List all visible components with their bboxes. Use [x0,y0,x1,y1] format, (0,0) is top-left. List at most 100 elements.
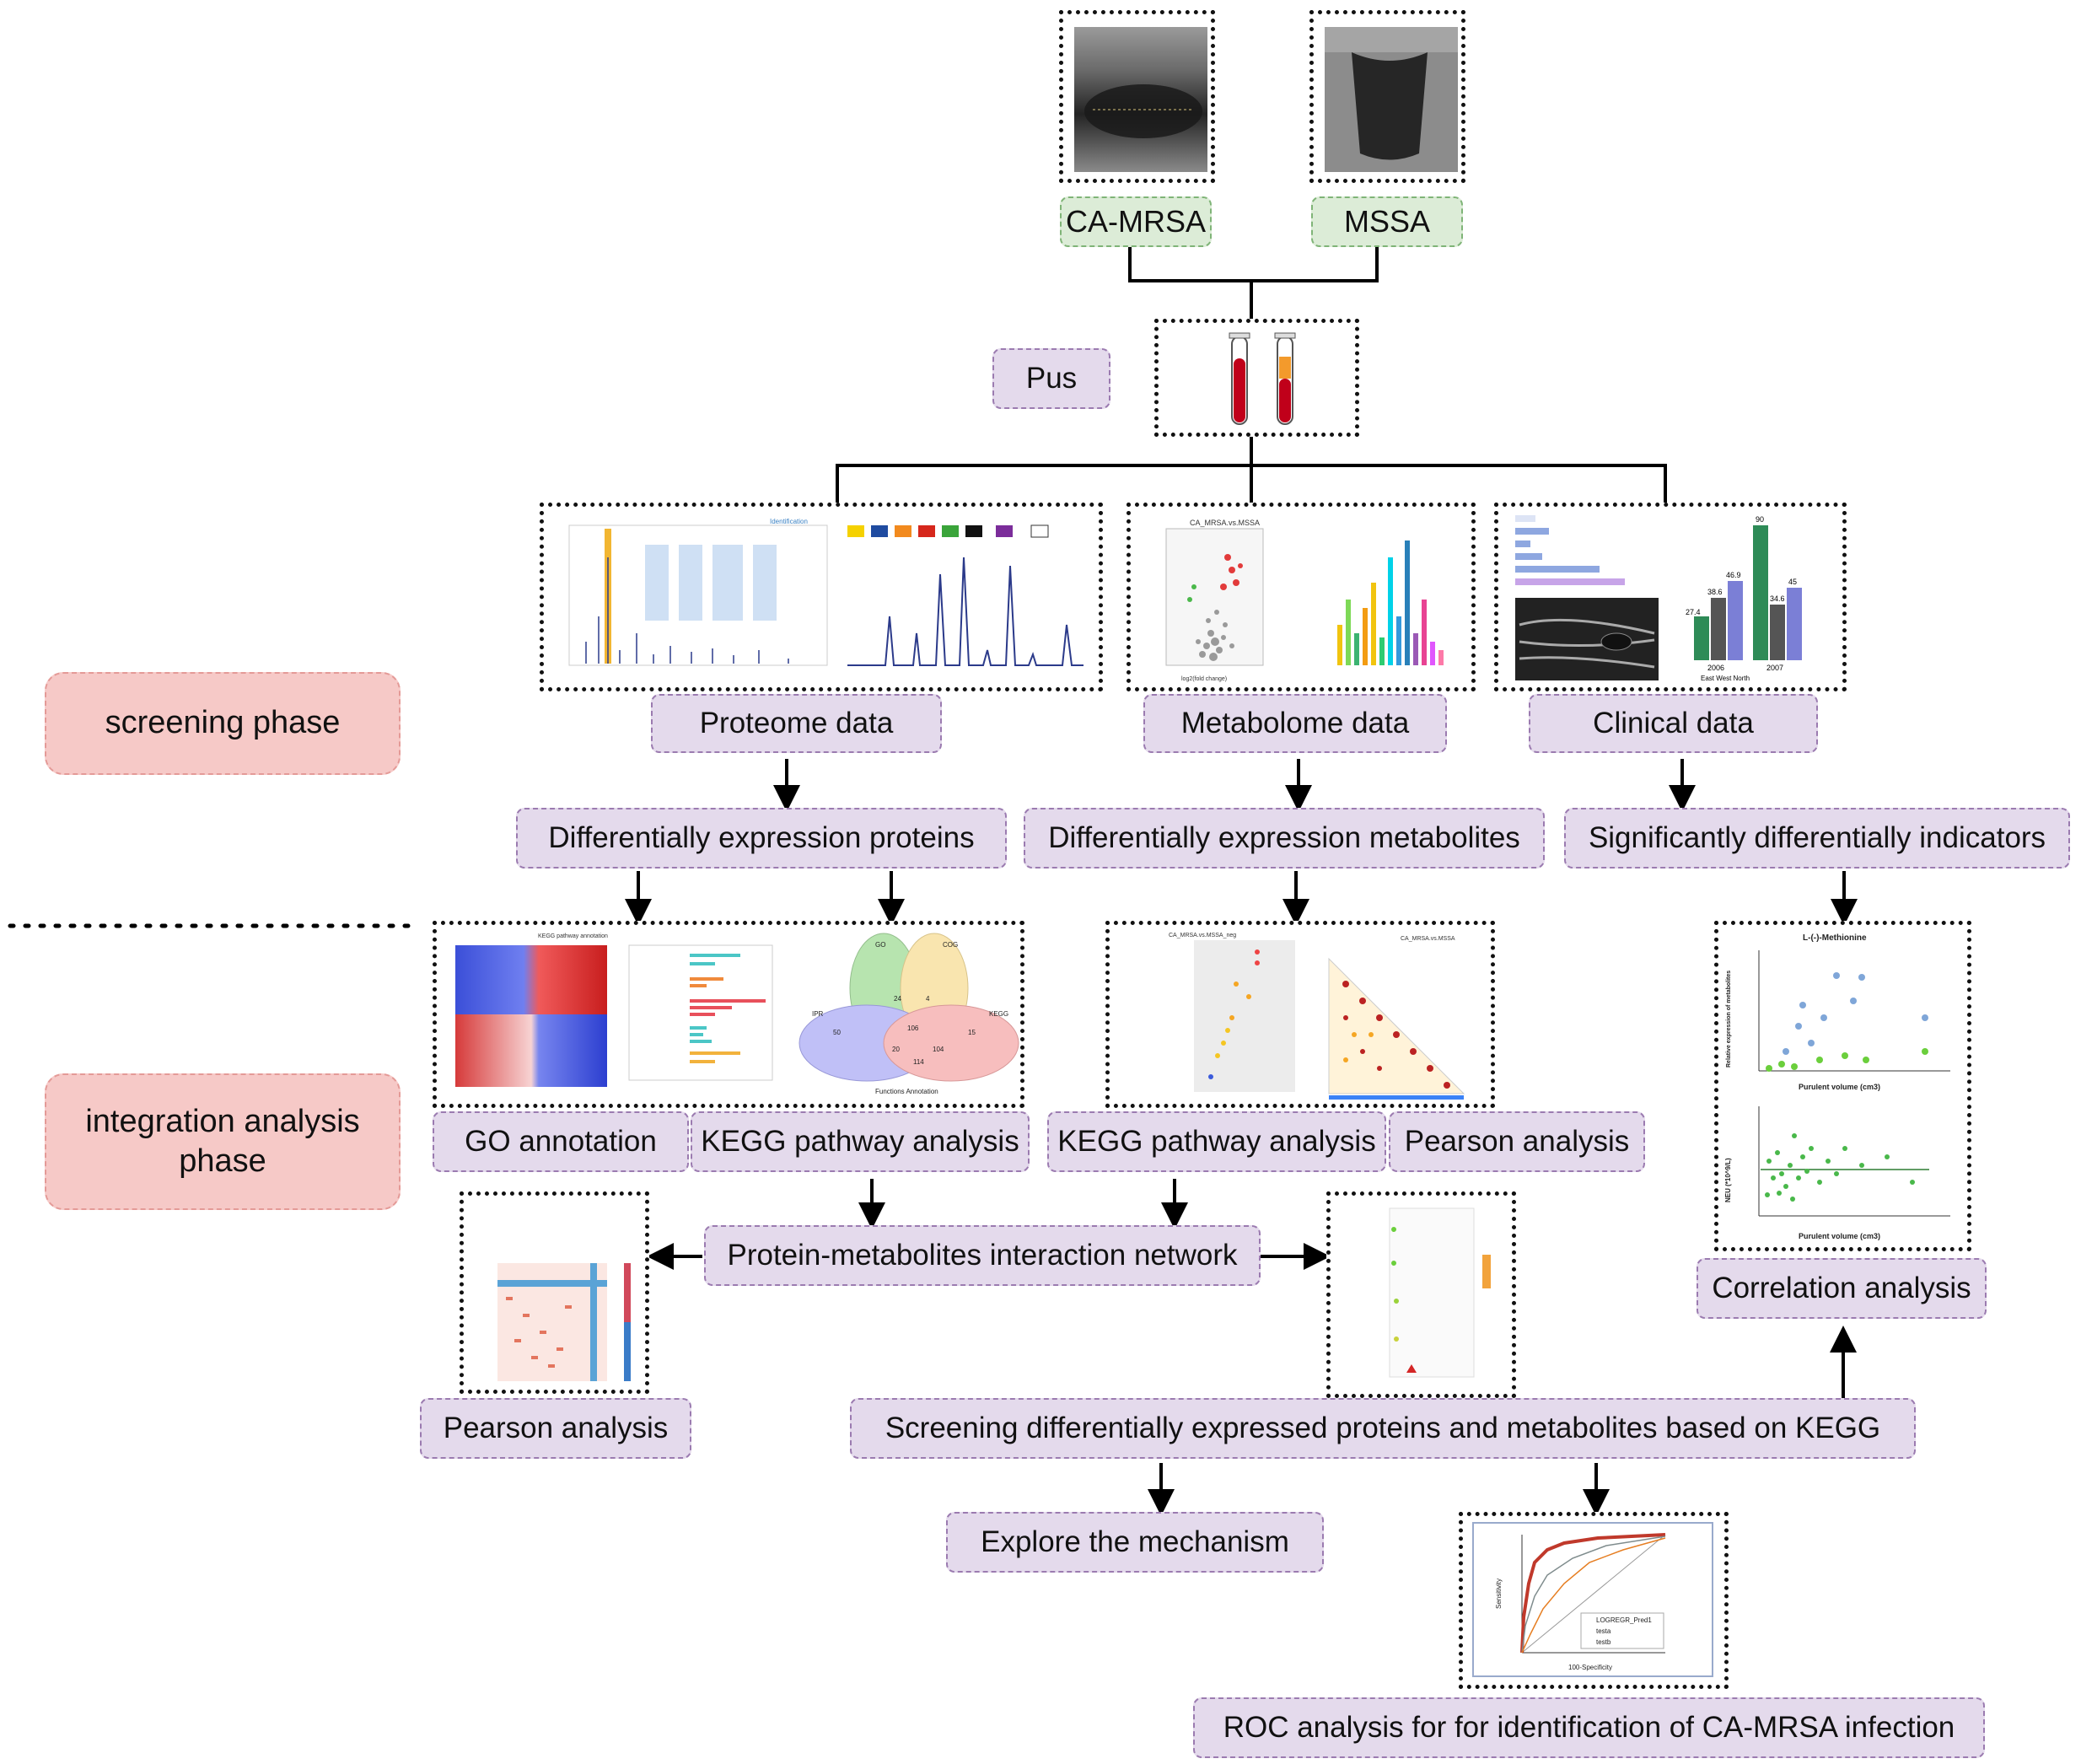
venn-kegg: KEGG [989,1010,1008,1018]
roc-legend-3: testb [1596,1638,1611,1646]
kegg-annotation-title: KEGG pathway annotation [538,933,608,939]
roc-xlabel: 100-Specificity [1568,1664,1612,1671]
clinical-data-label: Clinical data [1529,694,1818,753]
neu-xlabel: Purulent volume (cm3) [1799,1232,1880,1240]
integration-phase-text: integration analysis phase [85,1103,360,1180]
screening-phase-text: screening phase [105,705,341,741]
pus-tubes-panel [1154,319,1359,437]
diff-metabolites-text: Differentially expression metabolites [1048,821,1520,854]
mssa-ultrasound-panel [1309,10,1465,183]
pearson-heatmap-image [497,1263,631,1381]
ca-mrsa-ultrasound-image [1074,27,1207,172]
screening-phase-label: screening phase [45,672,401,775]
proteome-spectra-image: Identification [568,518,1084,666]
roc-ylabel: Sensitivity [1495,1578,1503,1609]
network-bubble-panel [1326,1191,1516,1398]
venn-n6: 114 [913,1058,924,1066]
network-bubble-image [1389,1207,1491,1378]
mechanism-label: Explore the mechanism [946,1512,1324,1573]
test-tubes-icon [1229,332,1296,425]
kegg-metabolite-label: KEGG pathway analysis [1047,1111,1386,1172]
mssa-label: MSSA [1311,196,1463,247]
pearson-network-text: Pearson analysis [443,1412,669,1444]
pus-text: Pus [1025,362,1078,395]
methionine-title: L-(-)-Methionine [1803,933,1867,943]
kegg-protein-text: KEGG pathway analysis [701,1125,1019,1158]
clinical-val-4: 90 [1756,515,1764,524]
clinical-year-2: 2007 [1766,664,1783,672]
kegg-metabolite-text: KEGG pathway analysis [1057,1125,1376,1158]
pearson-metabolite-text: Pearson analysis [1404,1125,1630,1158]
corr-title: CA_MRSA.vs.MSSA [1401,936,1455,942]
proteome-data-text: Proteome data [699,707,894,739]
roc-legend-2: testa [1596,1627,1611,1635]
ca-mrsa-text: CA-MRSA [1065,204,1206,239]
clinical-charts-image: 27.4 38.6 46.9 90 34.6 45 2006 2007 East… [1515,515,1802,682]
network-label: Protein-metabolites interaction network [704,1225,1261,1286]
clinical-data-text: Clinical data [1593,707,1754,739]
methionine-ylabel: Relative expression of metabolites [1726,971,1732,1068]
ca-mrsa-ultrasound-panel [1059,10,1215,183]
venn-n4: 106 [907,1025,919,1032]
protein-analysis-image: KEGG pathway annotation GO COG KEGG IPR … [455,933,1019,1095]
venn-go: GO [875,941,885,949]
go-annotation-text: GO annotation [465,1125,657,1158]
go-annotation-label: GO annotation [433,1111,689,1172]
clinical-val-1: 27.4 [1686,608,1701,616]
pus-label: Pus [992,348,1110,409]
clinical-legend: East West North [1701,675,1750,682]
neu-ylabel: NEU (*10^9/L) [1724,1158,1732,1202]
integration-phase-label: integration analysis phase [45,1073,401,1210]
metabolome-volcano-image: CA_MRSA.vs.MSSA log2(fold change) [1165,519,1444,682]
clinical-thumbnail-panel: 27.4 38.6 46.9 90 34.6 45 2006 2007 East… [1494,503,1847,691]
venn-cog: COG [943,941,958,949]
clinical-val-6: 45 [1788,578,1797,586]
metabolite-analysis-image: CA_MRSA.vs.MSSA_neg CA_MRSA.vs.MSSA [1169,933,1465,1100]
sample-merge-line [1128,247,1379,282]
pearson-network-label: Pearson analysis [420,1398,691,1459]
venn-n5: 15 [968,1029,976,1036]
diff-proteins-label: Differentially expression proteins [516,808,1007,869]
metabolite-analysis-panel: CA_MRSA.vs.MSSA_neg CA_MRSA.vs.MSSA [1105,921,1495,1108]
correlation-scatter-image: L-(-)-Methionine Purulent volume (cm3) R… [1724,933,1950,1240]
clinical-year-1: 2006 [1707,664,1724,672]
clinical-val-5: 34.6 [1770,594,1785,603]
venn-n1: 24 [894,995,901,1003]
venn-n3: 50 [833,1029,841,1036]
sig-indicators-text: Significantly differentially indicators [1588,821,2046,854]
mssa-ultrasound-image [1325,27,1458,172]
venn-caption: Functions Annotation [875,1088,938,1095]
metabolome-thumbnail-panel: CA_MRSA.vs.MSSA log2(fold change) [1127,503,1476,691]
diff-proteins-text: Differentially expression proteins [548,821,975,854]
screening-kegg-text: Screening differentially expressed prote… [885,1412,1881,1444]
roc-text: ROC analysis for for identification of C… [1223,1711,1955,1744]
identification-label: Identification [770,518,808,525]
venn-n8: 104 [933,1046,944,1053]
pearson-heatmap-panel [460,1191,649,1394]
venn-ipr: IPR [812,1010,824,1018]
correlation-scatter-panel: L-(-)-Methionine Purulent volume (cm3) R… [1714,921,1971,1251]
venn-n7: 20 [892,1046,900,1053]
correlation-label: Correlation analysis [1697,1258,1987,1319]
mechanism-text: Explore the mechanism [981,1525,1289,1558]
protein-analysis-panel: KEGG pathway annotation GO COG KEGG IPR … [433,921,1024,1108]
screening-kegg-label: Screening differentially expressed prote… [850,1398,1916,1459]
pearson-metabolite-label: Pearson analysis [1389,1111,1645,1172]
diff-metabolites-label: Differentially expression metabolites [1024,808,1545,869]
clinical-val-2: 38.6 [1707,588,1723,596]
roc-legend-1: LOGREGR_Pred1 [1596,1616,1652,1624]
roc-curve-image: Sensitivity 100-Specificity LOGREGR_Pred… [1472,1522,1713,1677]
volcano-title: CA_MRSA.vs.MSSA [1190,519,1260,527]
metabolome-data-label: Metabolome data [1143,694,1447,753]
mssa-text: MSSA [1343,204,1431,239]
ca-mrsa-label: CA-MRSA [1060,196,1212,247]
network-text: Protein-metabolites interaction network [727,1239,1238,1272]
clinical-val-3: 46.9 [1726,571,1741,579]
proteome-thumbnail-panel: Identification [540,503,1103,691]
correlation-text: Correlation analysis [1712,1272,1971,1304]
roc-panel: Sensitivity 100-Specificity LOGREGR_Pred… [1459,1512,1729,1689]
kegg-met-title: CA_MRSA.vs.MSSA_neg [1169,933,1236,938]
sig-indicators-label: Significantly differentially indicators [1564,808,2070,869]
